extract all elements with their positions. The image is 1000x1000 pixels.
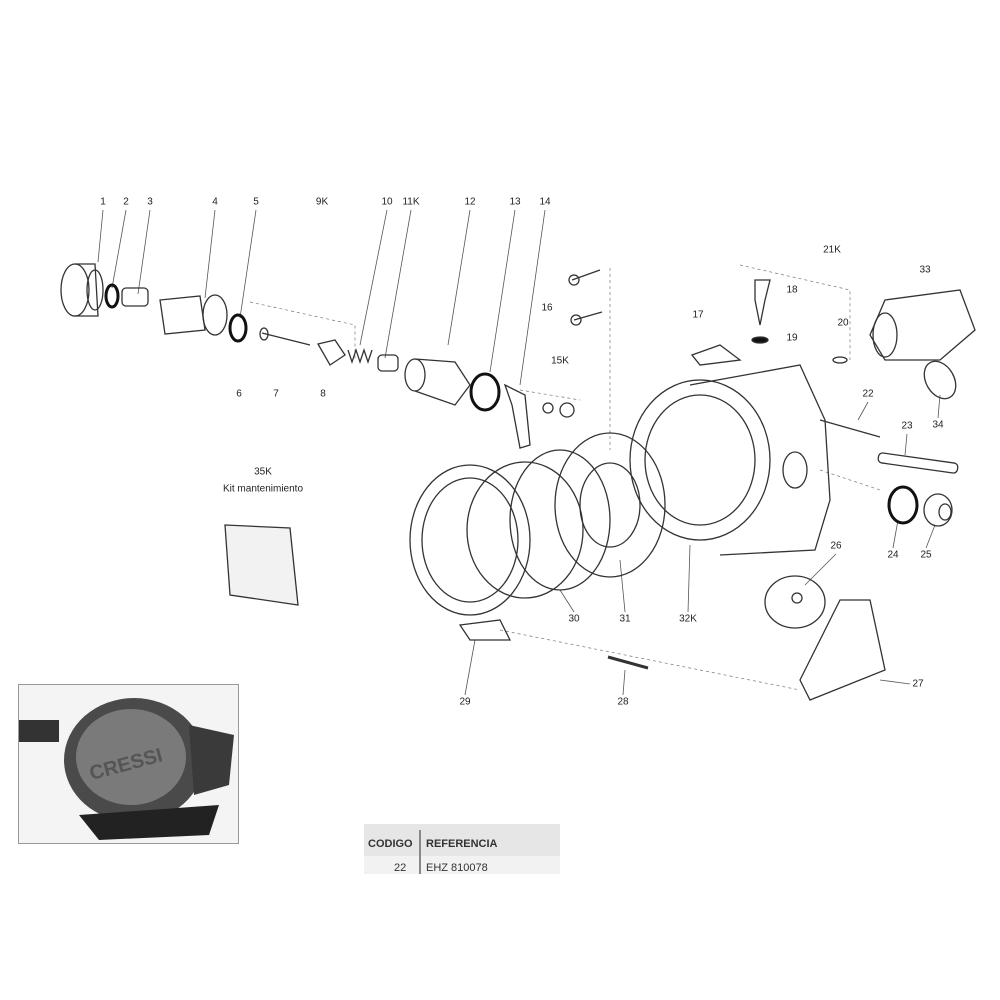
- part-34-tie: [923, 360, 957, 400]
- label-1: 1: [100, 196, 106, 208]
- part-20-clip: [832, 356, 848, 364]
- label-5: 5: [253, 196, 259, 208]
- label-33: 33: [919, 264, 931, 276]
- header-codigo: CODIGO: [368, 838, 413, 850]
- label-15K: 15K: [551, 355, 569, 367]
- part-28-pin: [607, 655, 649, 670]
- label-13: 13: [509, 196, 521, 208]
- label-17: 17: [692, 309, 704, 321]
- part-32K-case: [629, 364, 831, 556]
- label-3: 3: [147, 196, 153, 208]
- kit-name: Kit mantenimiento: [222, 483, 304, 495]
- label-24: 24: [887, 549, 899, 561]
- label-32K: 32K: [679, 613, 697, 625]
- part-1-nut: [60, 263, 104, 317]
- part-30-ring: [509, 449, 611, 591]
- kit-code: 35K: [254, 466, 272, 478]
- cell-codigo: 22: [394, 862, 407, 874]
- label-16: 16: [541, 302, 553, 314]
- label-34: 34: [932, 419, 944, 431]
- label-2: 2: [123, 196, 129, 208]
- leader-lines: [97, 209, 941, 696]
- part-16-screws: [568, 269, 603, 326]
- label-22: 22: [862, 388, 874, 400]
- label-19: 19: [786, 332, 798, 344]
- part-7-pin: [259, 327, 311, 346]
- part-27-purge-cover: [799, 599, 886, 701]
- label-18: 18: [786, 284, 798, 296]
- label-4: 4: [212, 196, 218, 208]
- label-31: 31: [619, 613, 631, 625]
- part-29-front-cover: [409, 464, 531, 641]
- part-25-bushing: [923, 493, 953, 527]
- part-4-body: [159, 294, 228, 336]
- part-13-oring: [469, 372, 501, 412]
- part-15K-nut: [542, 402, 575, 418]
- cell-referencia: EHZ 810078: [426, 862, 488, 874]
- part-11K-piston: [377, 354, 399, 372]
- product-photo: CRESSI: [18, 684, 239, 844]
- parts-reference-table: CODIGO REFERENCIA 22 EHZ 810078: [364, 824, 560, 874]
- part-14-lever: [503, 383, 531, 449]
- part-18-valve: [754, 279, 771, 326]
- label-6: 6: [236, 388, 242, 400]
- label-21K: 21K: [823, 244, 841, 256]
- part-24-oring: [887, 485, 919, 525]
- part-12-housing: [404, 358, 471, 406]
- part-ring: [466, 461, 584, 599]
- label-30: 30: [568, 613, 580, 625]
- label-9K: 9K: [315, 196, 329, 208]
- part-22-pin: [819, 419, 881, 438]
- dashed-lines: [249, 264, 881, 691]
- label-10: 10: [381, 196, 393, 208]
- label-11K: 11K: [402, 196, 420, 208]
- label-23: 23: [901, 420, 913, 432]
- label-28: 28: [617, 696, 629, 708]
- part-35K-kit-bag: [224, 524, 299, 606]
- label-12: 12: [464, 196, 476, 208]
- column-divider: [419, 830, 421, 874]
- label-27: 27: [912, 678, 924, 690]
- header-referencia: REFERENCIA: [426, 838, 498, 850]
- part-3-fitting: [121, 287, 149, 307]
- part-5-oring: [228, 313, 248, 343]
- label-26: 26: [830, 540, 842, 552]
- label-29: 29: [459, 696, 471, 708]
- part-2-oring: [104, 283, 120, 309]
- label-14: 14: [539, 196, 551, 208]
- part-26-valve: [764, 575, 826, 629]
- part-33-mouthpiece: [869, 289, 976, 361]
- label-20: 20: [837, 317, 849, 329]
- part-8-seat: [317, 339, 346, 366]
- regulator-photo-drawing: CRESSI: [19, 698, 234, 840]
- part-31-diaphragm: [554, 432, 666, 578]
- part-23-valve-stem: [877, 452, 959, 474]
- part-10-spring: [347, 347, 373, 365]
- label-7: 7: [273, 388, 279, 400]
- part-19-oring: [751, 336, 769, 344]
- part-17-clip: [690, 344, 742, 366]
- label-8: 8: [320, 388, 326, 400]
- label-25: 25: [920, 549, 932, 561]
- table-row: [364, 856, 560, 874]
